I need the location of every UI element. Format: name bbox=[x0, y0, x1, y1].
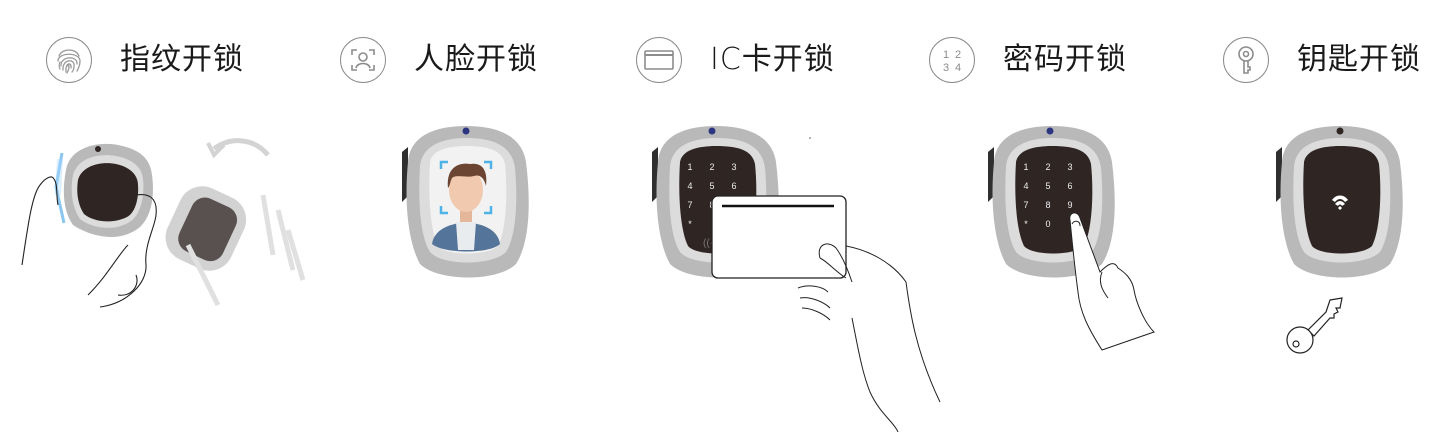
hand bbox=[797, 243, 941, 433]
svg-text:4: 4 bbox=[1023, 181, 1028, 191]
method-password: 1 2 3 4 密码开锁 bbox=[929, 0, 1199, 436]
method-header: IC卡开锁 bbox=[636, 37, 835, 83]
keypad: 1 2 3 4 5 6 7 8 9 * 0 bbox=[1023, 162, 1072, 229]
physical-key bbox=[1286, 297, 1343, 354]
svg-text:3: 3 bbox=[731, 162, 736, 172]
method-header: 1 2 3 4 密码开锁 bbox=[929, 37, 1127, 83]
svg-text:5: 5 bbox=[709, 181, 714, 191]
password-illustration: 1 2 3 4 5 6 7 8 9 * 0 bbox=[984, 122, 1164, 356]
svg-text:4: 4 bbox=[955, 62, 961, 74]
method-label: IC卡开锁 bbox=[710, 42, 835, 77]
method-ic-card: IC卡开锁 bbox=[636, 0, 906, 436]
svg-text:6: 6 bbox=[731, 181, 736, 191]
fingerprint-illustration bbox=[18, 135, 318, 319]
svg-text:1: 1 bbox=[687, 162, 692, 172]
svg-text:1: 1 bbox=[1023, 162, 1028, 172]
svg-text:9: 9 bbox=[1067, 200, 1072, 210]
nfc-icon: ((· bbox=[703, 238, 713, 249]
face-scan-icon bbox=[340, 37, 386, 83]
method-header: 钥匙开锁 bbox=[1223, 37, 1421, 83]
face-illustration bbox=[398, 122, 538, 286]
card-icon bbox=[636, 37, 682, 83]
svg-text:4: 4 bbox=[687, 181, 692, 191]
svg-text:6: 6 bbox=[1067, 181, 1072, 191]
fingerprint-glow bbox=[54, 152, 66, 224]
svg-text:1: 1 bbox=[943, 49, 949, 61]
keypad-icon: 1 2 3 4 bbox=[929, 37, 975, 83]
key-illustration bbox=[1272, 122, 1422, 366]
method-fingerprint: 指纹开锁 bbox=[46, 0, 316, 436]
svg-text:5: 5 bbox=[1045, 181, 1050, 191]
rotate-arrow-icon bbox=[206, 138, 270, 159]
method-face: 人脸开锁 bbox=[340, 0, 610, 436]
svg-text:7: 7 bbox=[1023, 200, 1028, 210]
ic-card bbox=[711, 195, 847, 279]
svg-text:7: 7 bbox=[687, 200, 692, 210]
blurred-hand bbox=[185, 194, 306, 307]
hand bbox=[21, 176, 157, 308]
svg-text:*: * bbox=[1024, 219, 1028, 229]
person-avatar bbox=[432, 163, 500, 252]
key-icon bbox=[1223, 37, 1269, 83]
method-label: 密码开锁 bbox=[1003, 42, 1127, 77]
method-header: 指纹开锁 bbox=[46, 37, 244, 83]
finger-hand bbox=[1069, 212, 1155, 351]
method-label: 人脸开锁 bbox=[414, 42, 538, 77]
method-header: 人脸开锁 bbox=[340, 37, 538, 83]
svg-text:0: 0 bbox=[1045, 219, 1050, 229]
scan-bracket-icon bbox=[439, 160, 493, 215]
method-label: 指纹开锁 bbox=[120, 42, 244, 77]
blurred-lock bbox=[165, 186, 247, 271]
fingerprint-icon bbox=[46, 37, 92, 83]
svg-text:3: 3 bbox=[1067, 162, 1072, 172]
ic-card-illustration: 123 456 78 * ((· bbox=[648, 122, 968, 436]
svg-text:2: 2 bbox=[955, 49, 961, 61]
svg-text:8: 8 bbox=[1045, 200, 1050, 210]
method-label: 钥匙开锁 bbox=[1297, 42, 1421, 77]
svg-text:3: 3 bbox=[943, 62, 949, 74]
svg-text:*: * bbox=[688, 219, 692, 229]
signal-icon bbox=[1332, 195, 1348, 210]
method-key: 钥匙开锁 bbox=[1223, 0, 1442, 436]
svg-text:2: 2 bbox=[709, 162, 714, 172]
lock-device bbox=[63, 143, 153, 237]
svg-text:2: 2 bbox=[1045, 162, 1050, 172]
